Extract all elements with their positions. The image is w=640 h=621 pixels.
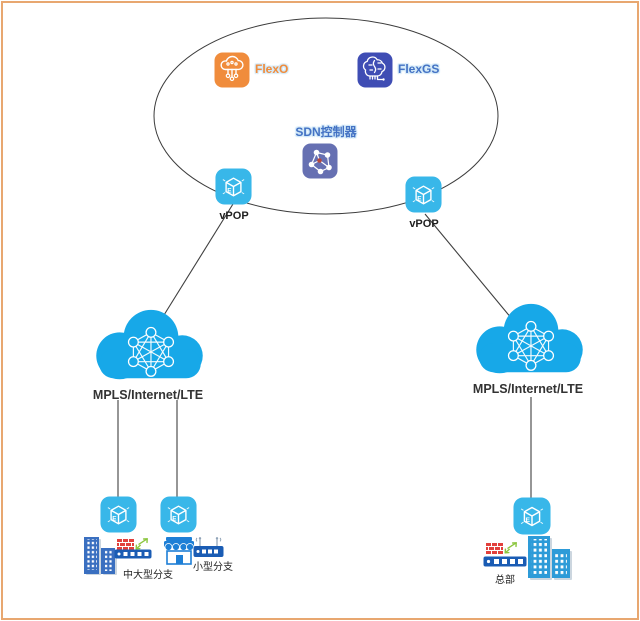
traffic-arrows-icon-hq [504,542,517,554]
cpe-cube-hq-icon: E [513,497,551,535]
flexo-icon [214,52,250,88]
site-hq-label: 总部 [495,575,515,586]
firewall-icon [117,539,134,550]
cpe-cube-medium-branch-icon: E [100,496,137,533]
hq-buildings-icon [528,536,572,580]
sdn-controller-label: SDN控制器 [295,125,357,139]
cube-letter: E [112,516,117,523]
switch-bar-icon-hq [483,556,527,567]
cube-letter: E [417,196,422,203]
flexgs-icon [357,52,393,88]
site-small-branch-label: 小型分支 [193,562,233,573]
cloud-right-icon [476,303,583,374]
link-vpop-left-cloud [163,203,234,316]
vpop-left-label: vPOP [219,210,249,222]
vpop-right-cube-icon: E [405,176,442,213]
cloud-right-label: MPLS/Internet/LTE [472,382,584,396]
traffic-arrows-icon [135,538,148,550]
firewall-icon-hq [486,543,503,554]
cube-letter: E [526,517,531,524]
branch-buildings-icon [84,537,117,575]
storefront-icon [164,537,194,565]
cpe-cube-small-branch-icon: E [160,496,197,533]
cube-letter: E [172,516,177,523]
link-vpop-right-cloud [424,213,513,320]
flexo-label: FlexO [255,62,289,76]
controller-ellipse [153,17,499,215]
cloud-left-icon [96,309,203,380]
flexgs-label: FlexGS [398,62,440,76]
sdn-controller-icon [302,143,338,179]
vpop-left-cube-icon: E [215,168,252,205]
site-medium-branch-label: 中大型分支 [123,570,173,581]
cloud-left-label: MPLS/Internet/LTE [92,388,204,402]
switch-bar-icon [114,549,152,559]
vpop-right-label: vPOP [409,218,439,230]
cube-letter: E [227,188,232,195]
wireless-router-icon [193,537,224,557]
